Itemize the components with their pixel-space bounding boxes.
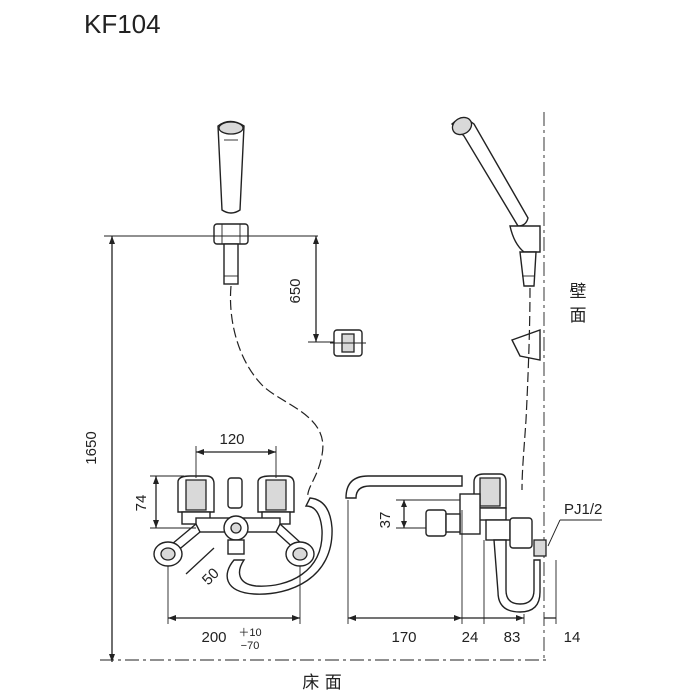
dim-74: 74 <box>133 495 150 512</box>
hose-side <box>521 287 531 491</box>
wall-holder-side <box>511 329 541 361</box>
dim-83: 83 <box>504 629 521 646</box>
wall-label-2: 面 <box>570 306 587 326</box>
dim-170: 170 <box>391 629 416 646</box>
tol-plus: ＋10 <box>238 627 261 639</box>
wall-holder <box>330 329 366 357</box>
faucet-body-side <box>345 473 547 613</box>
side-view: 37 PJ1/2 170 24 83 14 壁 面 <box>345 112 602 660</box>
dim-1650: 1650 <box>83 431 100 464</box>
dim-14: 14 <box>564 629 581 646</box>
wall-label-1: 壁 <box>570 282 587 302</box>
dim-200: 200 <box>201 629 226 646</box>
hose-front <box>229 285 324 499</box>
faucet-body-front <box>153 475 315 567</box>
dim-37: 37 <box>377 512 394 529</box>
front-view: 1650 650 120 74 50 200 ＋10 −70 <box>83 120 366 662</box>
tol-minus: −70 <box>241 640 260 652</box>
floor-label: 床 面 <box>302 673 341 693</box>
model-title: KF104 <box>84 9 161 39</box>
dim-24: 24 <box>462 629 479 646</box>
pipe-label: PJ1/2 <box>564 501 602 518</box>
shower-head-side <box>451 116 541 287</box>
dim-120: 120 <box>219 431 244 448</box>
dim-650: 650 <box>287 278 304 303</box>
shower-head-front <box>213 120 249 285</box>
dim-50: 50 <box>199 565 223 589</box>
hose-coil-front <box>226 497 333 595</box>
